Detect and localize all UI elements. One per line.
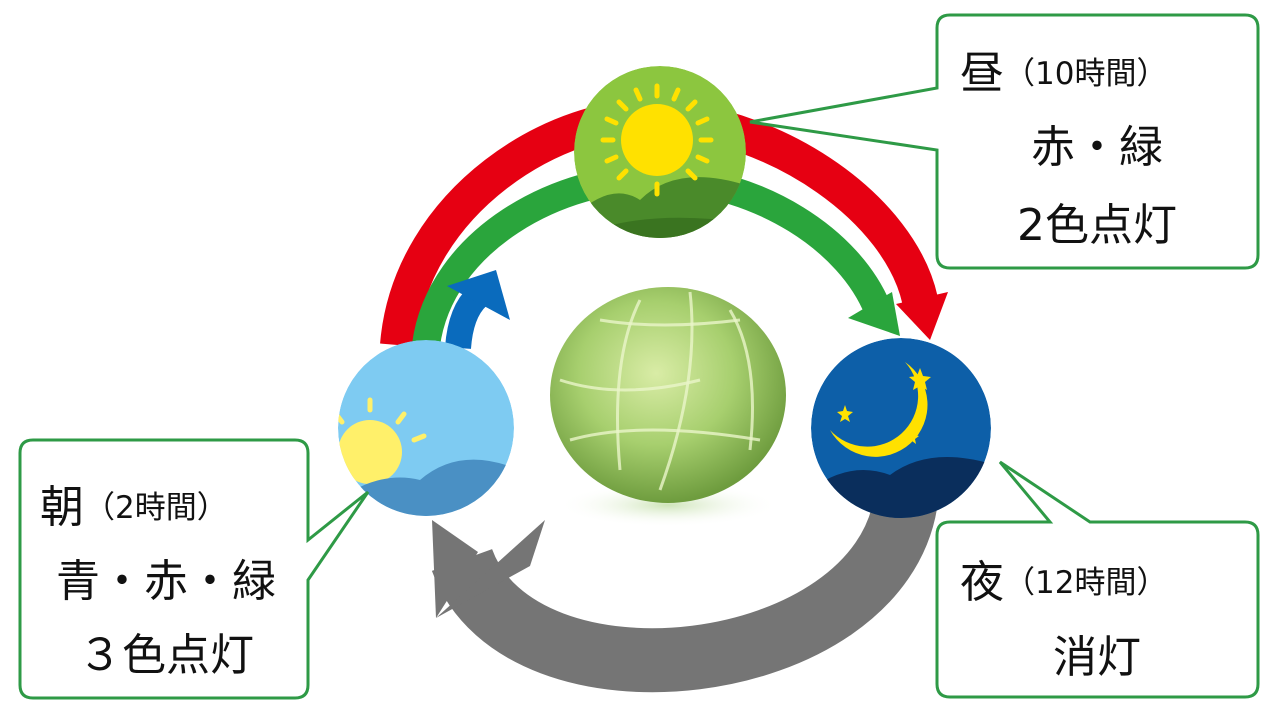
svg-text:夜（12時間）: 夜（12時間） — [960, 557, 1167, 608]
svg-text:昼（10時間）: 昼（10時間） — [960, 48, 1167, 99]
morning-phase-name: 朝 — [40, 482, 84, 533]
day-phase-name: 昼 — [960, 48, 1004, 99]
morning-colors: 青・赤・緑 — [56, 556, 276, 607]
night-duration: （12時間） — [1004, 565, 1167, 601]
night-icon-circle — [811, 338, 991, 518]
day-callout: 昼（10時間） 赤・緑 2色点灯 — [749, 13, 1260, 270]
morning-duration: （2時間） — [84, 490, 228, 526]
sun-icon — [600, 83, 714, 197]
day-icon-circle — [574, 66, 746, 238]
star-icon — [837, 368, 931, 444]
sunrise-icon — [338, 397, 427, 484]
morning-lighting: ３色点灯 — [78, 630, 254, 681]
svg-text:朝（2時間）: 朝（2時間） — [40, 482, 228, 533]
day-duration: （10時間） — [1004, 56, 1167, 92]
night-phase-name: 夜 — [960, 557, 1004, 608]
blue-cycle-arrow — [445, 270, 510, 350]
day-lighting: 2色点灯 — [1017, 200, 1177, 251]
morning-icon-circle — [338, 340, 514, 516]
cabbage-icon — [550, 287, 786, 527]
night-callout: 夜（12時間） 消灯 — [935, 460, 1260, 699]
day-colors: 赤・緑 — [1031, 122, 1163, 173]
night-lighting: 消灯 — [1053, 632, 1141, 683]
morning-callout: 朝（2時間） 青・赤・緑 ３色点灯 — [18, 438, 370, 700]
gray-cycle-arrow — [431, 493, 938, 693]
moon-icon — [830, 362, 928, 457]
